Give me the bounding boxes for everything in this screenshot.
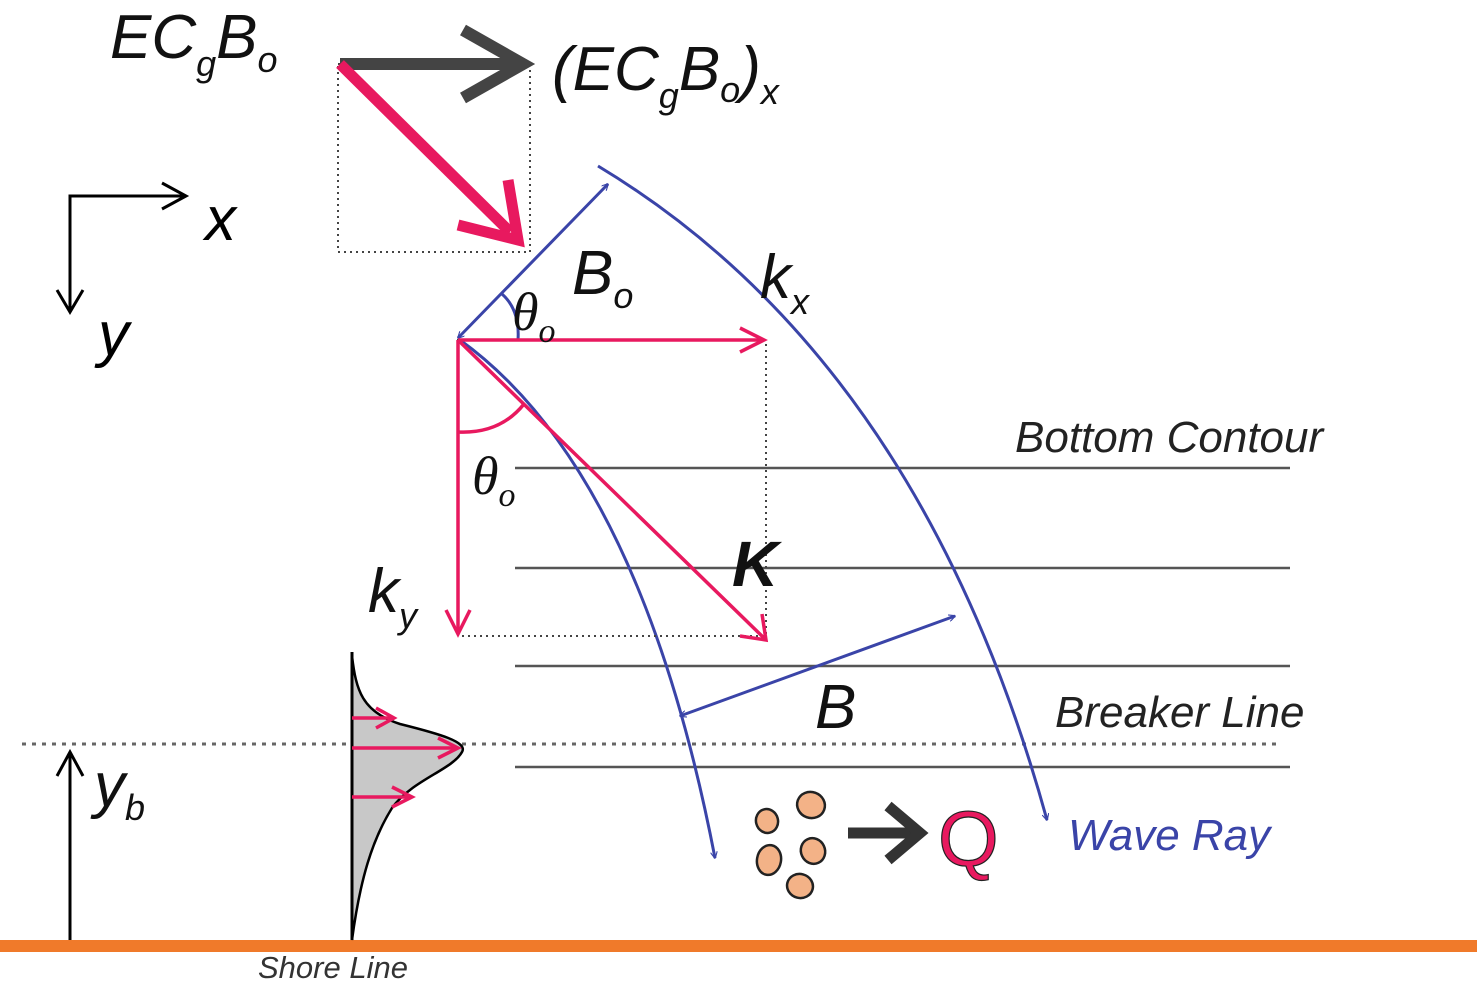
theta-bottom-label: θo xyxy=(472,446,516,514)
angle-arc-bottom xyxy=(457,402,526,434)
kx-arrowhead xyxy=(739,326,768,354)
angle-arc-top xyxy=(500,292,520,341)
yb-arrowhead xyxy=(55,748,85,777)
flux-x-component-arrowhead xyxy=(460,24,536,104)
shore-line-strip xyxy=(0,940,1477,952)
theta-top-label: θo xyxy=(512,282,556,350)
shore-line-label: Shore Line xyxy=(258,950,408,985)
wave-ray-width-b xyxy=(680,616,955,716)
wavenumber-decomposition-box xyxy=(457,339,767,637)
axis-x-line xyxy=(68,194,185,310)
coordinate-axes xyxy=(55,181,190,315)
ky-label: ky xyxy=(368,557,419,636)
sediment-particles xyxy=(754,790,827,900)
axis-x-label: x xyxy=(202,185,238,254)
k-arrowhead xyxy=(739,613,769,643)
energy-flux-x-label: (ECgBo)x xyxy=(552,35,781,116)
axis-y-label: y xyxy=(94,300,133,369)
energy-flux-label: ECgBo xyxy=(110,3,278,84)
yb-label: yb xyxy=(90,751,145,828)
axis-x-arrowhead xyxy=(161,181,190,211)
bo-label: Bo xyxy=(572,239,633,316)
axis-y-arrowhead xyxy=(55,289,85,315)
transport-arrow-head xyxy=(884,801,929,865)
b-label: B xyxy=(815,673,856,742)
transport-profile-arrows xyxy=(352,706,462,809)
q-label: Q xyxy=(938,795,999,883)
wave-ray-label: Wave Ray xyxy=(1068,811,1273,860)
k-vector-label: K xyxy=(732,528,783,600)
wave-ray-width-bo xyxy=(458,184,608,338)
bottom-contour-label: Bottom Contour xyxy=(1015,413,1325,462)
kx-label: kx xyxy=(760,243,811,322)
ky-arrowhead xyxy=(444,609,472,638)
k-vector xyxy=(456,338,766,640)
wave-ray-left xyxy=(459,338,715,858)
wavenumber-vectors xyxy=(444,326,769,643)
wave-ray-right xyxy=(597,164,1047,820)
breaker-line-label: Breaker Line xyxy=(1055,688,1304,737)
